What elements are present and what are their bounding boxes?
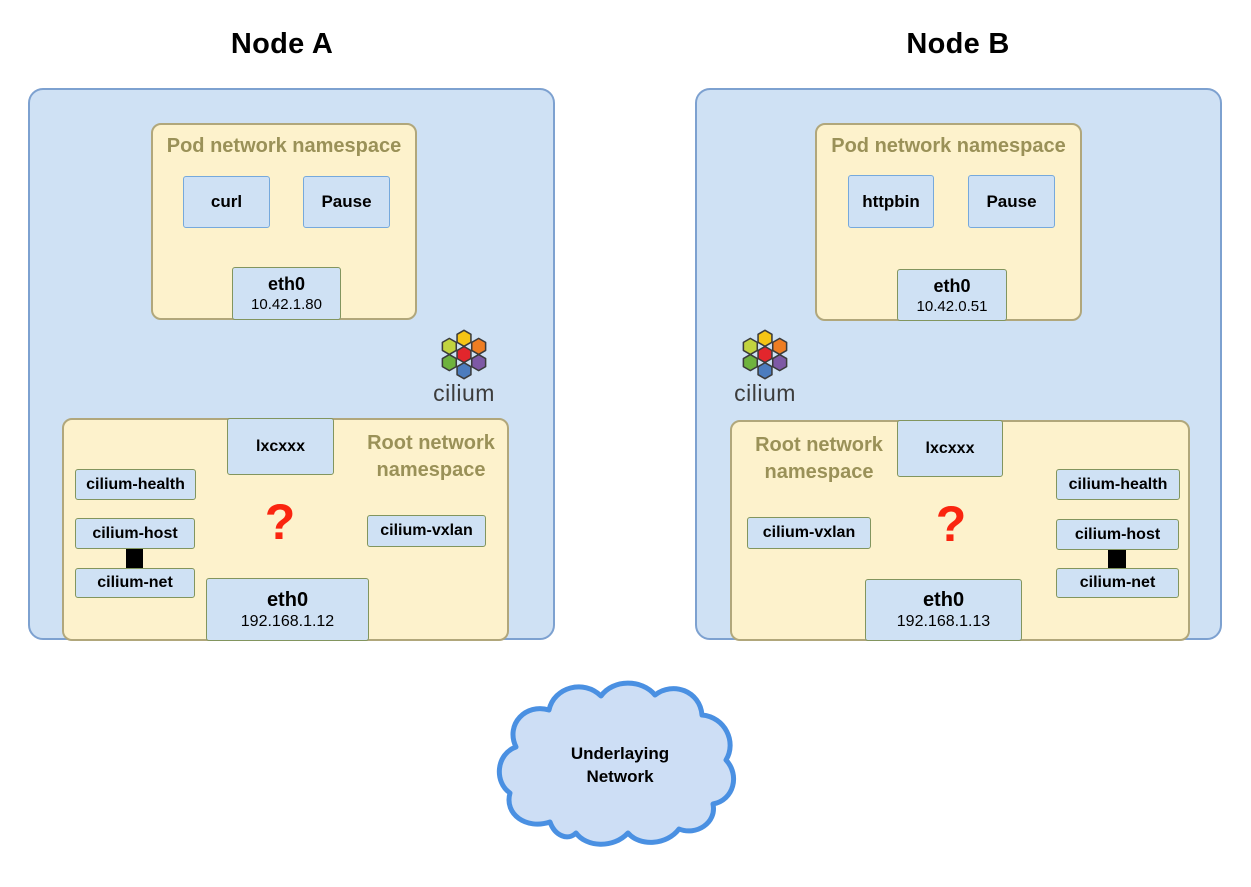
eth0-label: eth0 bbox=[266, 588, 309, 611]
question-mark: ? bbox=[935, 496, 967, 552]
node-b-title: Node B bbox=[906, 28, 1010, 60]
root-eth0-box: eth0 192.168.1.12 bbox=[206, 578, 369, 641]
cilium-logo-icon bbox=[441, 329, 487, 380]
cilium-logo: cilium bbox=[432, 327, 496, 405]
eth0-ip: 10.42.0.51 bbox=[916, 297, 988, 315]
veth-connector-square bbox=[126, 549, 143, 569]
pod-namespace-title: Pod network namespace bbox=[166, 135, 402, 157]
container-box-pause: Pause bbox=[968, 175, 1055, 228]
root-namespace-title: Root network namespace bbox=[755, 434, 883, 483]
eth0-label: eth0 bbox=[933, 275, 971, 296]
node-b-box: Pod network namespace httpbin Pause eth0… bbox=[695, 88, 1222, 641]
cloud-label: Underlaying Network bbox=[570, 744, 670, 786]
underlay-network-cloud: Underlaying Network bbox=[492, 676, 748, 858]
cilium-host-box: cilium-host bbox=[75, 518, 195, 549]
pod-eth0-box: eth0 10.42.1.80 bbox=[232, 267, 341, 320]
cilium-logo: cilium bbox=[733, 327, 797, 405]
eth0-ip: 10.42.1.80 bbox=[251, 296, 322, 313]
node-a-box: Pod network namespace curl Pause eth0 10… bbox=[28, 88, 555, 641]
cilium-wordmark: cilium bbox=[734, 380, 796, 406]
eth0-ip: 192.168.1.13 bbox=[896, 613, 991, 630]
veth-connector-square bbox=[1108, 550, 1126, 569]
cilium-host-box: cilium-host bbox=[1056, 519, 1179, 550]
root-namespace-title: Root network namespace bbox=[367, 432, 495, 481]
container-box-curl: curl bbox=[183, 176, 270, 228]
eth0-label: eth0 bbox=[267, 274, 305, 294]
pod-eth0-box: eth0 10.42.0.51 bbox=[897, 269, 1007, 321]
lxc-interface-box: lxcxxx bbox=[897, 420, 1003, 477]
container-box-httpbin: httpbin bbox=[848, 175, 934, 228]
eth0-label: eth0 bbox=[922, 589, 965, 611]
cloud-icon bbox=[496, 680, 737, 847]
pod-namespace-title: Pod network namespace bbox=[831, 135, 1066, 157]
cilium-net-box: cilium-net bbox=[1056, 568, 1179, 598]
node-b-pod-namespace: Pod network namespace httpbin Pause eth0… bbox=[815, 123, 1082, 321]
cilium-wordmark: cilium bbox=[433, 380, 495, 406]
question-mark: ? bbox=[264, 494, 296, 550]
cilium-vxlan-box: cilium-vxlan bbox=[367, 515, 486, 547]
container-box-pause: Pause bbox=[303, 176, 390, 228]
cilium-logo-icon bbox=[742, 329, 788, 380]
lxc-interface-box: lxcxxx bbox=[227, 418, 334, 475]
cilium-health-box: cilium-health bbox=[75, 469, 196, 500]
cilium-health-box: cilium-health bbox=[1056, 469, 1180, 500]
node-a-root-namespace: lxcxxx Root network namespace cilium-hea… bbox=[62, 418, 509, 641]
node-a-title: Node A bbox=[230, 28, 334, 60]
root-eth0-box: eth0 192.168.1.13 bbox=[865, 579, 1022, 641]
eth0-ip: 192.168.1.12 bbox=[240, 612, 335, 630]
cilium-vxlan-box: cilium-vxlan bbox=[747, 517, 871, 549]
node-b-root-namespace: Root network namespace lxcxxx cilium-vxl… bbox=[730, 420, 1190, 641]
node-a-pod-namespace: Pod network namespace curl Pause eth0 10… bbox=[151, 123, 417, 320]
cilium-net-box: cilium-net bbox=[75, 568, 195, 598]
